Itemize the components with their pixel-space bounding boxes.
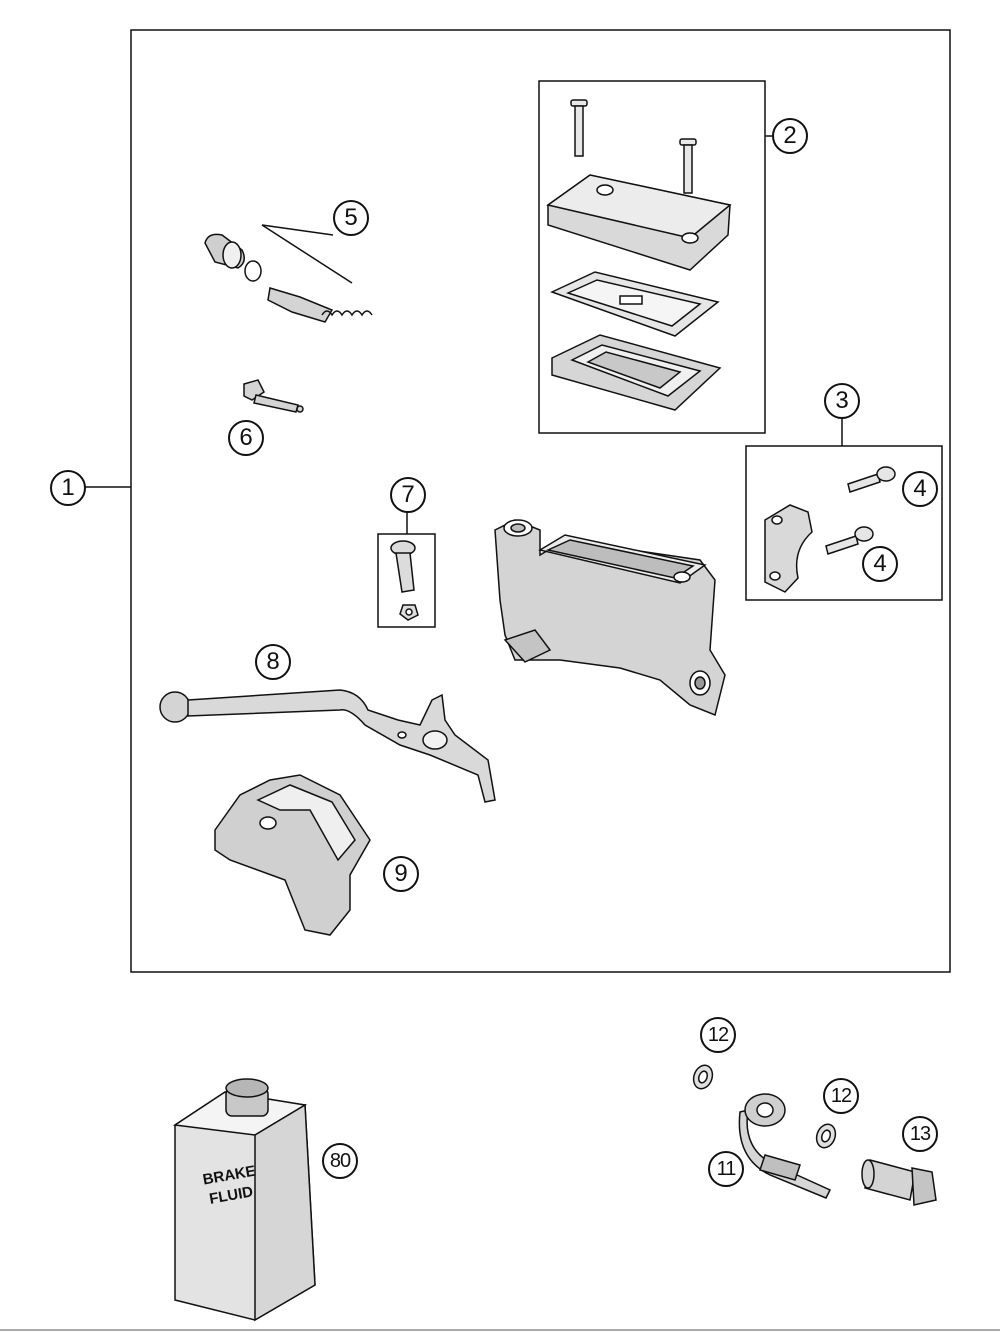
bleed-screw [243, 379, 304, 413]
callout-11: 11 [708, 1151, 744, 1187]
callout-4-lower: 4 [862, 546, 898, 582]
callout-4-upper: 4 [902, 471, 938, 507]
callout-8: 8 [255, 644, 291, 680]
callout-13: 13 [902, 1116, 938, 1152]
brake-lever [159, 689, 496, 803]
callout-7: 7 [390, 477, 426, 513]
callout-2: 2 [772, 118, 808, 154]
callout-80: 80 [322, 1143, 358, 1179]
reservoir-diaphragm [551, 334, 722, 411]
assembly-frame-1 [130, 29, 951, 973]
reservoir-cap [546, 174, 732, 271]
leader-5b [261, 224, 353, 284]
group-frame-2 [538, 80, 766, 434]
banjo-bolt [861, 1159, 937, 1206]
callout-1: 1 [50, 470, 86, 506]
callout-9: 9 [383, 856, 419, 892]
handlebar-clamp [764, 504, 813, 593]
cap-gasket [550, 271, 720, 337]
callout-6: 6 [228, 420, 264, 456]
lever-cover [214, 774, 371, 936]
callout-12-upper: 12 [700, 1017, 736, 1053]
callout-5: 5 [333, 200, 369, 236]
master-cylinder-body [494, 519, 726, 717]
brake-fluid-bottle [172, 1078, 316, 1322]
group-frame-3 [745, 445, 943, 601]
seal-ring-lower [815, 1123, 837, 1149]
brake-hose [738, 1093, 832, 1199]
cap-screw [570, 99, 697, 194]
clamp-bolt [825, 466, 896, 555]
leader-5 [261, 224, 334, 236]
pivot-bolt [390, 540, 419, 621]
seal-ring-upper [692, 1064, 714, 1090]
piston-kit [204, 233, 373, 323]
callout-12-lower: 12 [823, 1078, 859, 1114]
callout-3: 3 [824, 383, 860, 419]
